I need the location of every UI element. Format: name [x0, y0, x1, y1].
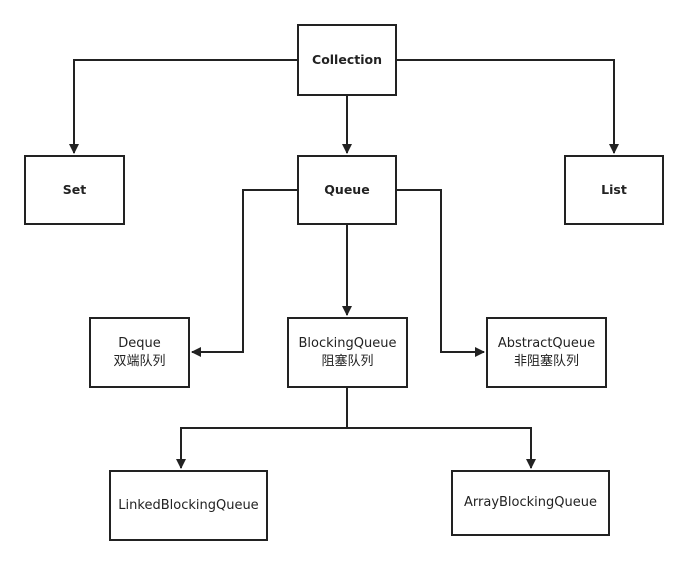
node-abstract-queue: AbstractQueue 非阻塞队列 [486, 317, 607, 388]
node-blocking-queue-sublabel: 阻塞队列 [321, 353, 374, 369]
edge-blockingqueue-linked [176, 388, 348, 469]
node-deque: Deque 双端队列 [89, 317, 190, 388]
edge-collection-list [397, 59, 619, 154]
node-set-label: Set [62, 182, 87, 197]
node-abstract-queue-label: AbstractQueue [497, 335, 596, 351]
node-linked-blocking-queue-label: LinkedBlockingQueue [118, 497, 259, 513]
node-list-label: List [601, 182, 627, 197]
edge-queue-deque [191, 189, 297, 357]
node-array-blocking-queue: ArrayBlockingQueue [451, 470, 610, 536]
node-abstract-queue-sublabel: 非阻塞队列 [513, 353, 579, 369]
edge-blockingqueue-array [347, 427, 536, 469]
edge-collection-set [69, 59, 297, 154]
node-queue-label: Queue [324, 182, 370, 197]
node-collection-label: Collection [312, 52, 382, 67]
node-set: Set [24, 155, 125, 225]
node-deque-label: Deque [118, 335, 161, 351]
edge-queue-abstractqueue [397, 189, 485, 357]
node-queue: Queue [297, 155, 397, 225]
node-linked-blocking-queue: LinkedBlockingQueue [109, 470, 268, 541]
node-collection: Collection [297, 24, 397, 96]
node-list: List [564, 155, 664, 225]
node-blocking-queue: BlockingQueue 阻塞队列 [287, 317, 408, 388]
node-array-blocking-queue-label: ArrayBlockingQueue [464, 495, 597, 510]
node-blocking-queue-label: BlockingQueue [298, 335, 397, 351]
node-deque-sublabel: 双端队列 [113, 353, 166, 369]
